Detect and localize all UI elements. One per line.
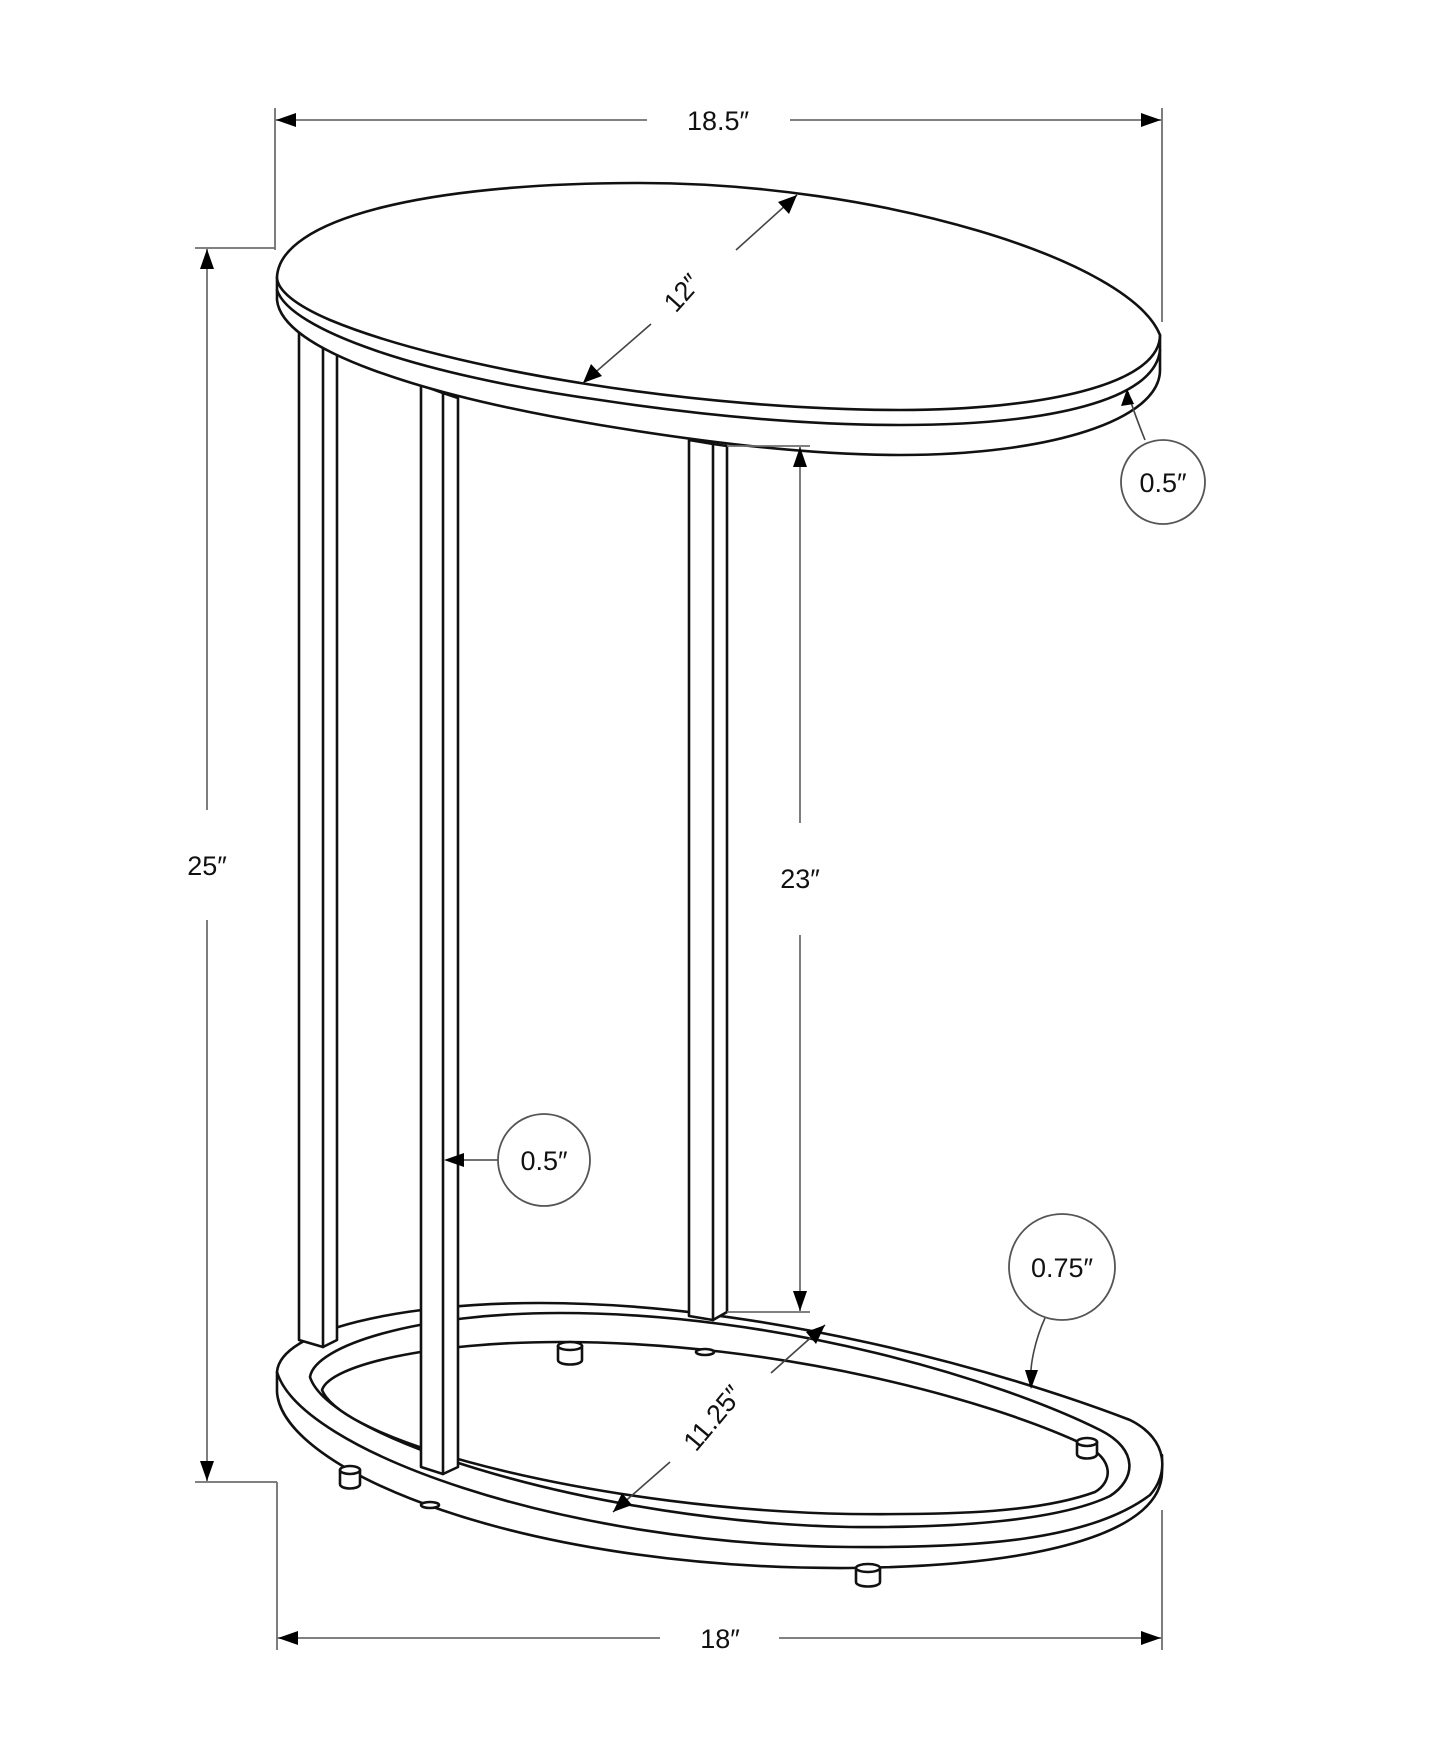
front-post bbox=[419, 383, 460, 1476]
foot bbox=[1075, 1436, 1099, 1460]
callout-leg-thickness: 0.5″ bbox=[444, 1113, 591, 1207]
table-top-rim-line bbox=[275, 288, 1162, 427]
foot bbox=[419, 1500, 441, 1510]
callout-top-thickness-label: 0.5″ bbox=[1139, 468, 1187, 498]
callout-leg-thickness-label: 0.5″ bbox=[520, 1146, 568, 1176]
base-ring-inner-top bbox=[308, 1311, 1131, 1529]
dimension-leg-height: 23″ bbox=[727, 445, 820, 1313]
table-top-face bbox=[275, 181, 1162, 412]
back-right-post bbox=[687, 438, 729, 1322]
callout-base-tube-thickness-label: 0.75″ bbox=[1031, 1253, 1094, 1283]
base-feet bbox=[338, 1340, 1099, 1588]
dimension-overall-height-label: 25″ bbox=[187, 851, 227, 881]
table-top bbox=[275, 181, 1162, 457]
base-ring bbox=[275, 1301, 1164, 1570]
dimension-overall-height: 25″ bbox=[187, 247, 277, 1483]
back-left-post bbox=[297, 326, 339, 1349]
dimension-base-width-label: 18″ bbox=[700, 1624, 740, 1654]
callout-top-thickness: 0.5″ bbox=[1120, 389, 1206, 525]
dimension-base-width: 18″ bbox=[276, 1482, 1163, 1654]
dimension-leg-height-label: 23″ bbox=[780, 864, 820, 894]
callout-base-tube-thickness: 0.75″ bbox=[1008, 1213, 1116, 1389]
dimension-top-width-label: 18.5″ bbox=[687, 106, 750, 136]
foot bbox=[338, 1464, 362, 1490]
foot bbox=[694, 1347, 716, 1357]
foot bbox=[556, 1340, 584, 1366]
dimension-top-width: 18.5″ bbox=[274, 106, 1163, 322]
foot bbox=[854, 1562, 882, 1588]
base-ring-inner-opening bbox=[320, 1340, 1109, 1516]
